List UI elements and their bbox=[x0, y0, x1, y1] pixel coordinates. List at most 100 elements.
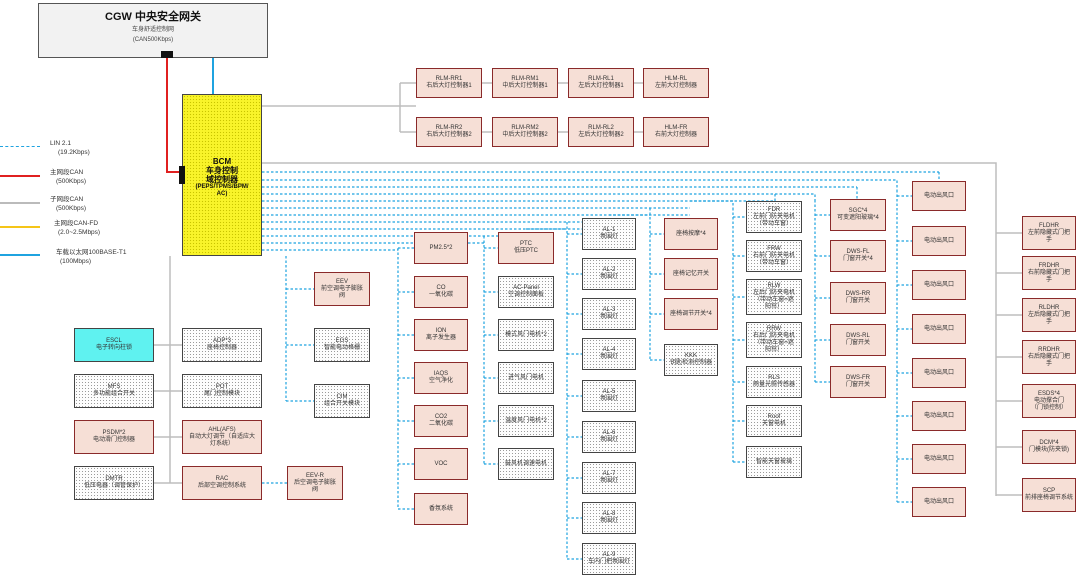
module-vent: 电动出风口 bbox=[912, 444, 966, 474]
bcm-functions-2: AC) bbox=[216, 191, 228, 197]
legend-speed: (2.0~2.5Mbps) bbox=[58, 229, 101, 236]
cgw-subtitle: 车身舒适控制网 bbox=[131, 27, 174, 33]
module-intake-damper: 进气风门电机 bbox=[498, 362, 554, 394]
main-can-wire bbox=[166, 58, 182, 173]
module-vent: 电动出风口 bbox=[912, 314, 966, 344]
legend-speed: (500Kbps) bbox=[56, 178, 86, 185]
bcm-functions: (PEPS/TPMS/BPM/ bbox=[195, 184, 249, 190]
module-vent: 电动出风口 bbox=[912, 487, 966, 517]
module-vent: 电动出风口 bbox=[912, 401, 966, 431]
module-seat-memory: 座椅记忆开关 bbox=[664, 258, 718, 290]
module-smart-glass: 智能天窗玻璃 bbox=[746, 446, 802, 478]
legend-label: 主网段CAN-FD bbox=[54, 220, 99, 227]
lin-wire bbox=[857, 179, 898, 190]
legend-label: 主网段CAN bbox=[50, 169, 84, 176]
module-vent: 电动出风口 bbox=[912, 181, 966, 211]
legend-speed: (100Mbps) bbox=[60, 258, 92, 265]
sub-can-wire bbox=[262, 162, 997, 496]
bcm-name: 车身控制 bbox=[206, 166, 238, 175]
lin-wire bbox=[690, 200, 734, 208]
legend-speed: (500Kbps) bbox=[56, 205, 86, 212]
cgw-bus-speed: (CAN500Kbps) bbox=[132, 37, 174, 43]
module-seat-adjust: 座椅调节开关*4 bbox=[664, 298, 718, 330]
legend-swatch-can-fd bbox=[0, 226, 40, 228]
module-ahl: AHL(AFS)自动大灯调节（自适应大灯系统） bbox=[182, 420, 262, 454]
module-vent: 电动出风口 bbox=[912, 226, 966, 256]
legend-label: LIN 2.1 bbox=[50, 140, 71, 147]
cgw-gateway: CGW 中央安全网关 车身舒适控制网 (CAN500Kbps) bbox=[38, 3, 268, 58]
bcm-type: 域控制器 bbox=[206, 175, 238, 184]
legend-speed: (19.2Kbps) bbox=[58, 149, 90, 156]
module-vent: 电动出风口 bbox=[912, 358, 966, 388]
legend-swatch-lin bbox=[0, 146, 40, 147]
module-mode-damper: 模式风门电机*2 bbox=[498, 319, 554, 351]
legend-swatch-main-can bbox=[0, 175, 40, 177]
bcm-controller: BCM 车身控制 域控制器 (PEPS/TPMS/BPM/ AC) bbox=[182, 94, 262, 256]
bcm-port bbox=[179, 166, 185, 184]
module-seat-massage: 座椅按摩*4 bbox=[664, 218, 718, 250]
legend-swatch-sub-can bbox=[0, 202, 40, 204]
legend-swatch-ethernet bbox=[0, 254, 40, 256]
lin-wire bbox=[775, 193, 816, 200]
module-voc: VOC bbox=[414, 448, 468, 480]
module-blower: 鼓风机调速电机 bbox=[498, 448, 554, 480]
module-fragrance: 香氛系统 bbox=[414, 493, 468, 525]
bcm-title: BCM bbox=[212, 157, 232, 166]
legend-label: 车载以太网100BASE-T1 bbox=[56, 249, 127, 256]
legend-label: 子网段CAN bbox=[50, 196, 84, 203]
module-pm25: PM2.5*2 bbox=[414, 232, 468, 264]
gateway-port bbox=[161, 51, 173, 58]
cgw-title: CGW 中央安全网关 bbox=[105, 11, 201, 23]
module-vent: 电动出风口 bbox=[912, 270, 966, 300]
legend: LIN 2.1 (19.2Kbps) 主网段CAN (500Kbps) 子网段C… bbox=[0, 140, 130, 270]
